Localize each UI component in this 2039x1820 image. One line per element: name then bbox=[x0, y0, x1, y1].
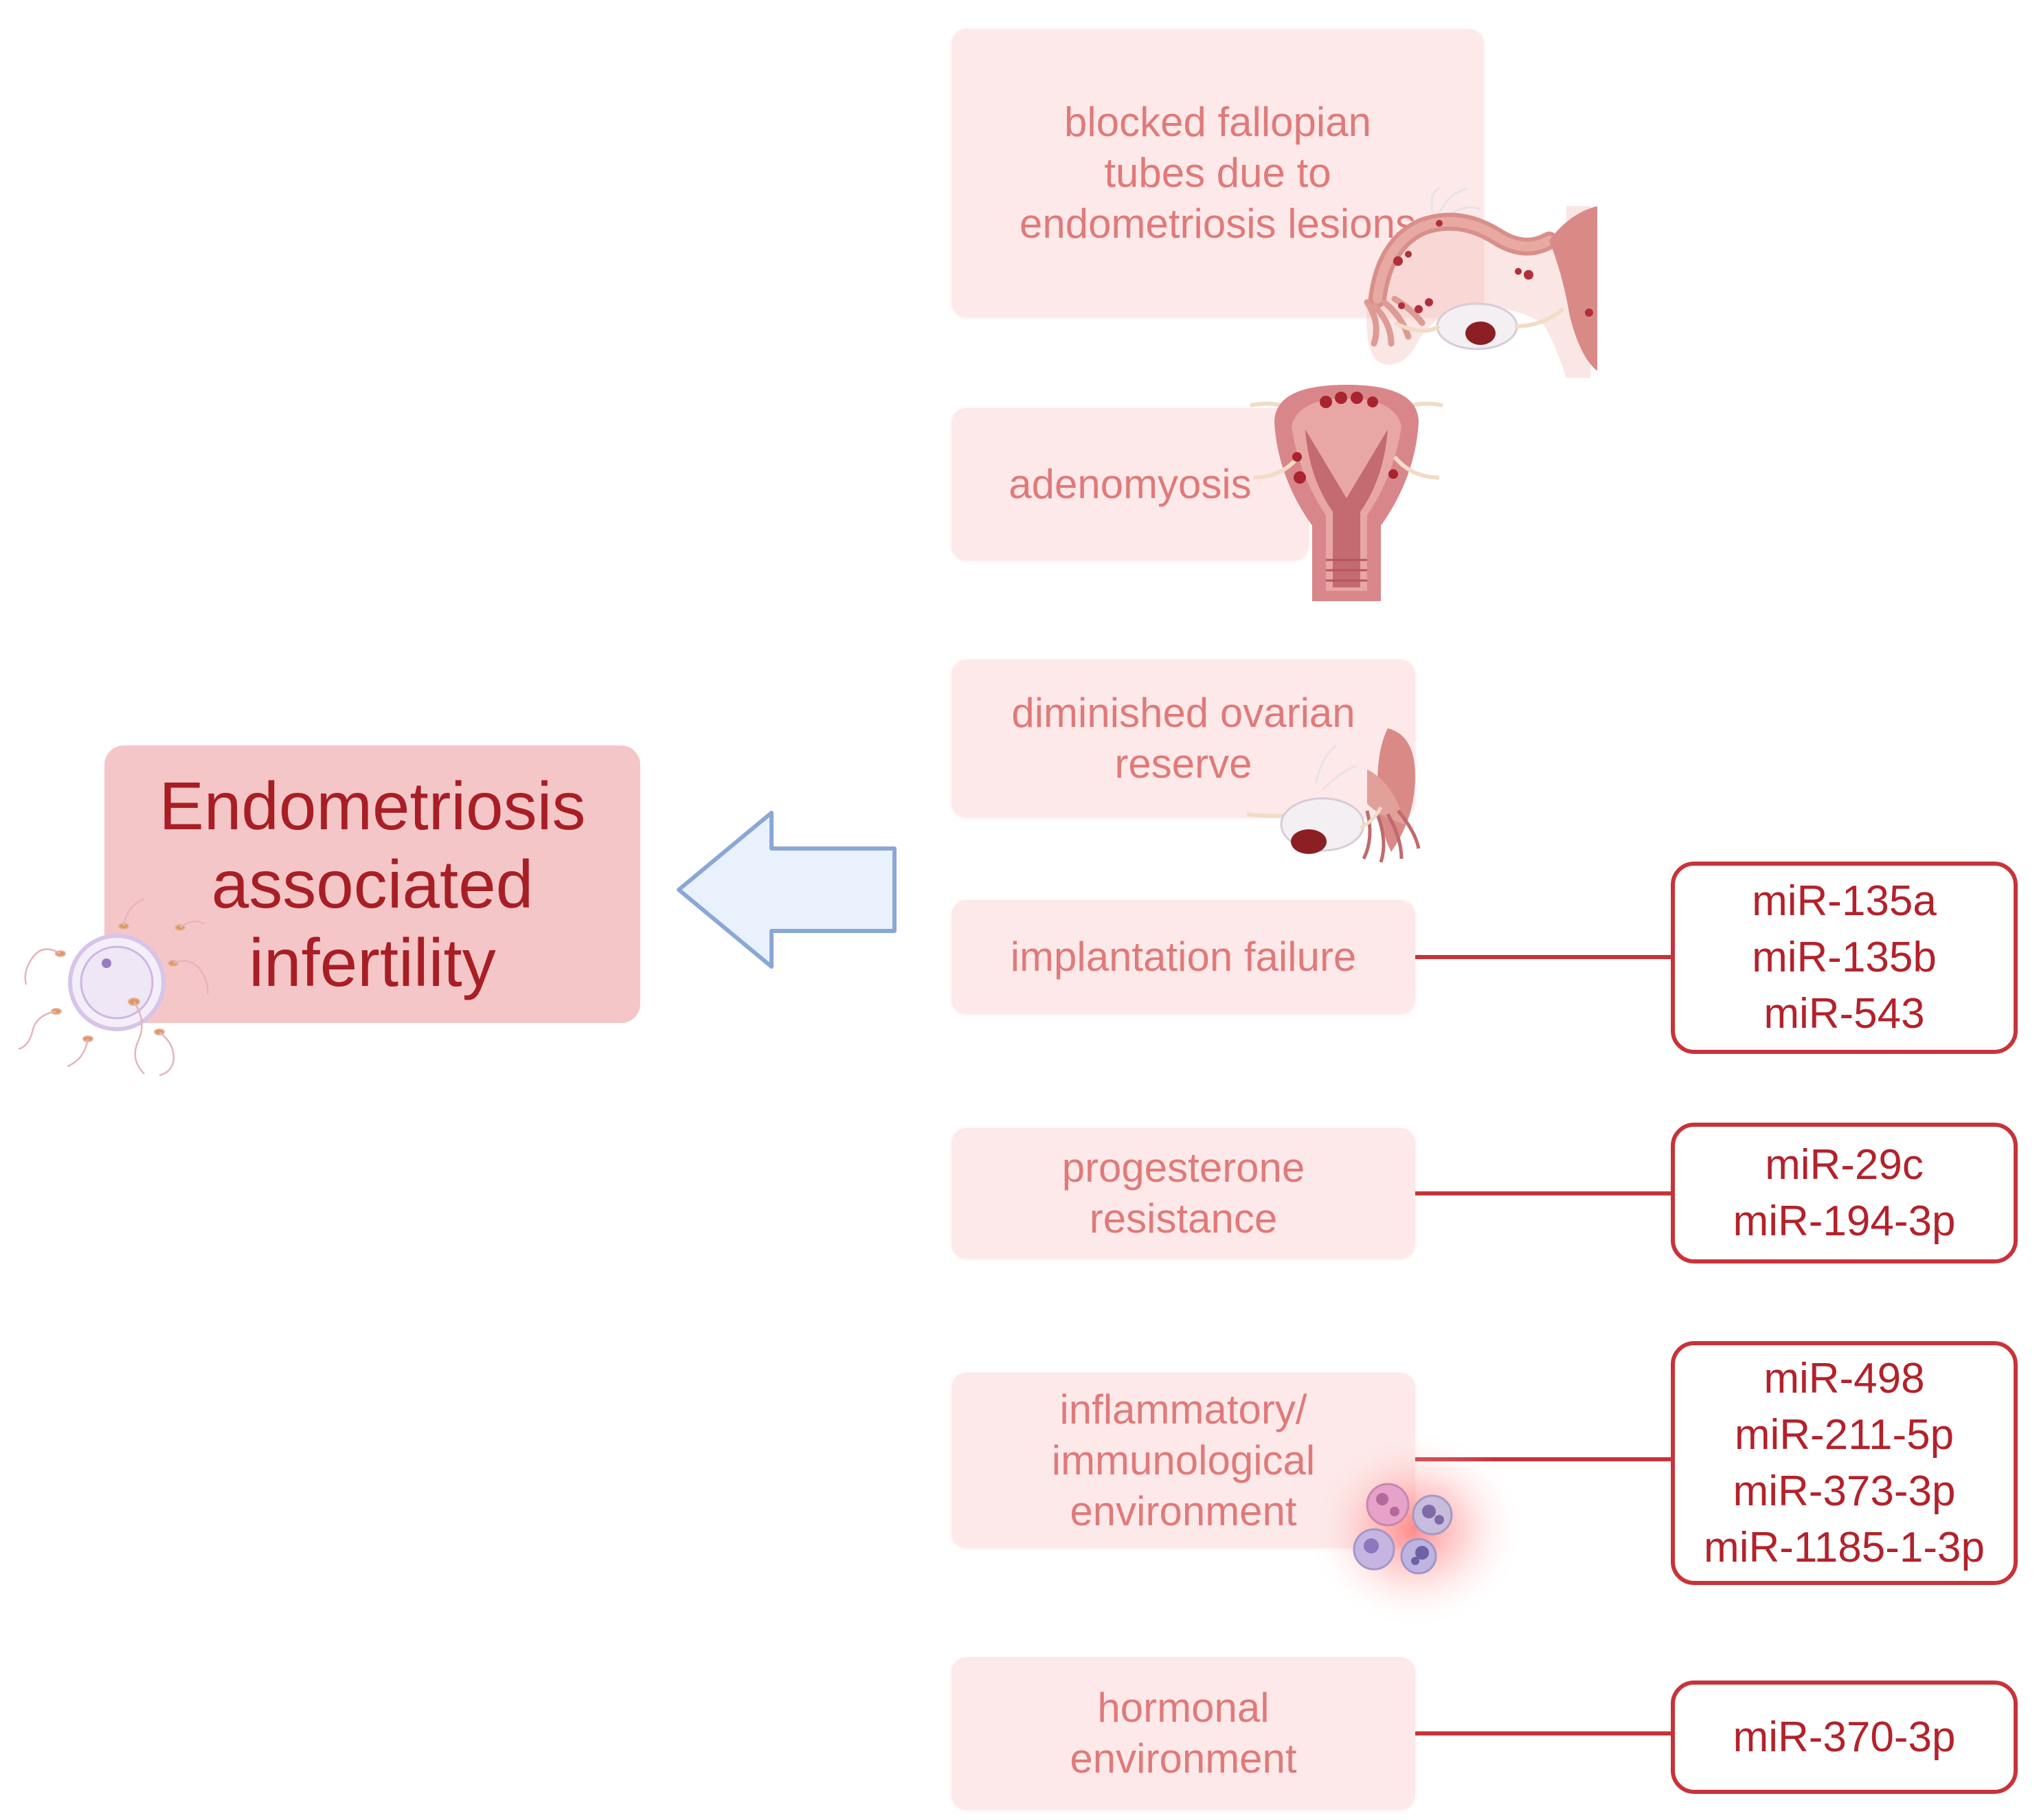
immune-cells-icon bbox=[1305, 1429, 1525, 1628]
mirna-item: miR-211-5p bbox=[1734, 1411, 1954, 1459]
cause-label: inflammatory/ immunological environment bbox=[1051, 1386, 1316, 1534]
mirna-item: miR-370-3p bbox=[1733, 1713, 1956, 1761]
main-concept-title: Endometriosis associated infertility bbox=[159, 768, 586, 1000]
cause-diminished-ovarian-reserve: diminished ovarian reserve bbox=[951, 660, 1415, 818]
uterus-icon bbox=[1250, 385, 1443, 601]
cause-hormonal-environment: hormonal environment bbox=[951, 1657, 1415, 1810]
mirna-group-hormonal: miR-370-3p bbox=[1671, 1681, 2018, 1794]
connector-inflammatory bbox=[1415, 1457, 1676, 1461]
mirna-item: miR-498 bbox=[1764, 1354, 1925, 1402]
fallopian-tube-icon bbox=[1364, 186, 1597, 378]
connector-hormonal bbox=[1415, 1731, 1676, 1735]
cause-label: progesterone resistance bbox=[1061, 1145, 1305, 1242]
cause-label: diminished ovarian reserve bbox=[1011, 690, 1355, 787]
cause-progesterone-resistance: progesterone resistance bbox=[951, 1128, 1415, 1259]
egg-sperm-icon bbox=[18, 897, 209, 1077]
cause-blocked-fallopian-tubes: blocked fallopian tubes due to endometri… bbox=[951, 29, 1484, 317]
mirna-item: miR-29c bbox=[1765, 1141, 1924, 1189]
cause-label: blocked fallopian tubes due to endometri… bbox=[1020, 99, 1416, 247]
mirna-group-progesterone: miR-29c miR-194-3p bbox=[1671, 1123, 2018, 1263]
mirna-item: miR-194-3p bbox=[1733, 1197, 1956, 1245]
cause-label: adenomyosis bbox=[1009, 461, 1252, 507]
connector-implantation bbox=[1415, 955, 1676, 959]
mirna-group-inflammatory: miR-498 miR-211-5p miR-373-3p miR-1185-1… bbox=[1671, 1341, 2018, 1585]
mirna-item: miR-1185-1-3p bbox=[1704, 1523, 1985, 1571]
cause-label: implantation failure bbox=[1010, 934, 1357, 980]
connector-progesterone bbox=[1415, 1191, 1676, 1195]
mirna-item: miR-135b bbox=[1752, 934, 1937, 981]
main-concept-box: Endometriosis associated infertility bbox=[104, 745, 640, 1023]
arrow-icon bbox=[677, 811, 897, 969]
mirna-item: miR-373-3p bbox=[1733, 1467, 1956, 1515]
mirna-group-implantation: miR-135a miR-135b miR-543 bbox=[1671, 862, 2018, 1054]
cause-adenomyosis: adenomyosis bbox=[951, 408, 1309, 561]
cause-implantation-failure: implantation failure bbox=[951, 900, 1415, 1014]
ovary-icon bbox=[1246, 728, 1421, 863]
mirna-item: miR-543 bbox=[1764, 990, 1925, 1037]
mirna-item: miR-135a bbox=[1752, 877, 1937, 925]
cause-label: hormonal environment bbox=[1070, 1685, 1297, 1782]
